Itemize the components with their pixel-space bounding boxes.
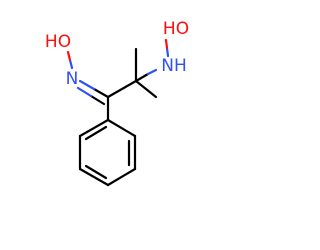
c1-c2-bond [106, 79, 138, 99]
ring-bond [106, 167, 137, 187]
c2-n-bond [134, 68, 158, 83]
ring-bond [106, 118, 137, 138]
n-o-hydroxylamine-bond [164, 38, 170, 58]
hydroxylamine-amine-label: NH [161, 56, 187, 76]
n-o-bond [66, 50, 74, 70]
structural-formula: HO N HO NH [45, 19, 189, 187]
methyl-bond-down [134, 79, 158, 99]
hydroxylamine-hydroxyl-label: HO [163, 19, 189, 39]
ring-double-bond [84, 125, 108, 141]
ring-double-bond [84, 164, 108, 180]
oxime-hydroxyl-label: HO [45, 32, 71, 52]
ring-bond [78, 167, 110, 187]
c-n-double-bond [76, 79, 110, 106]
ring-bond [78, 118, 110, 138]
oxime-nitrogen-label: N [66, 69, 79, 89]
benzene-ring [78, 118, 137, 187]
